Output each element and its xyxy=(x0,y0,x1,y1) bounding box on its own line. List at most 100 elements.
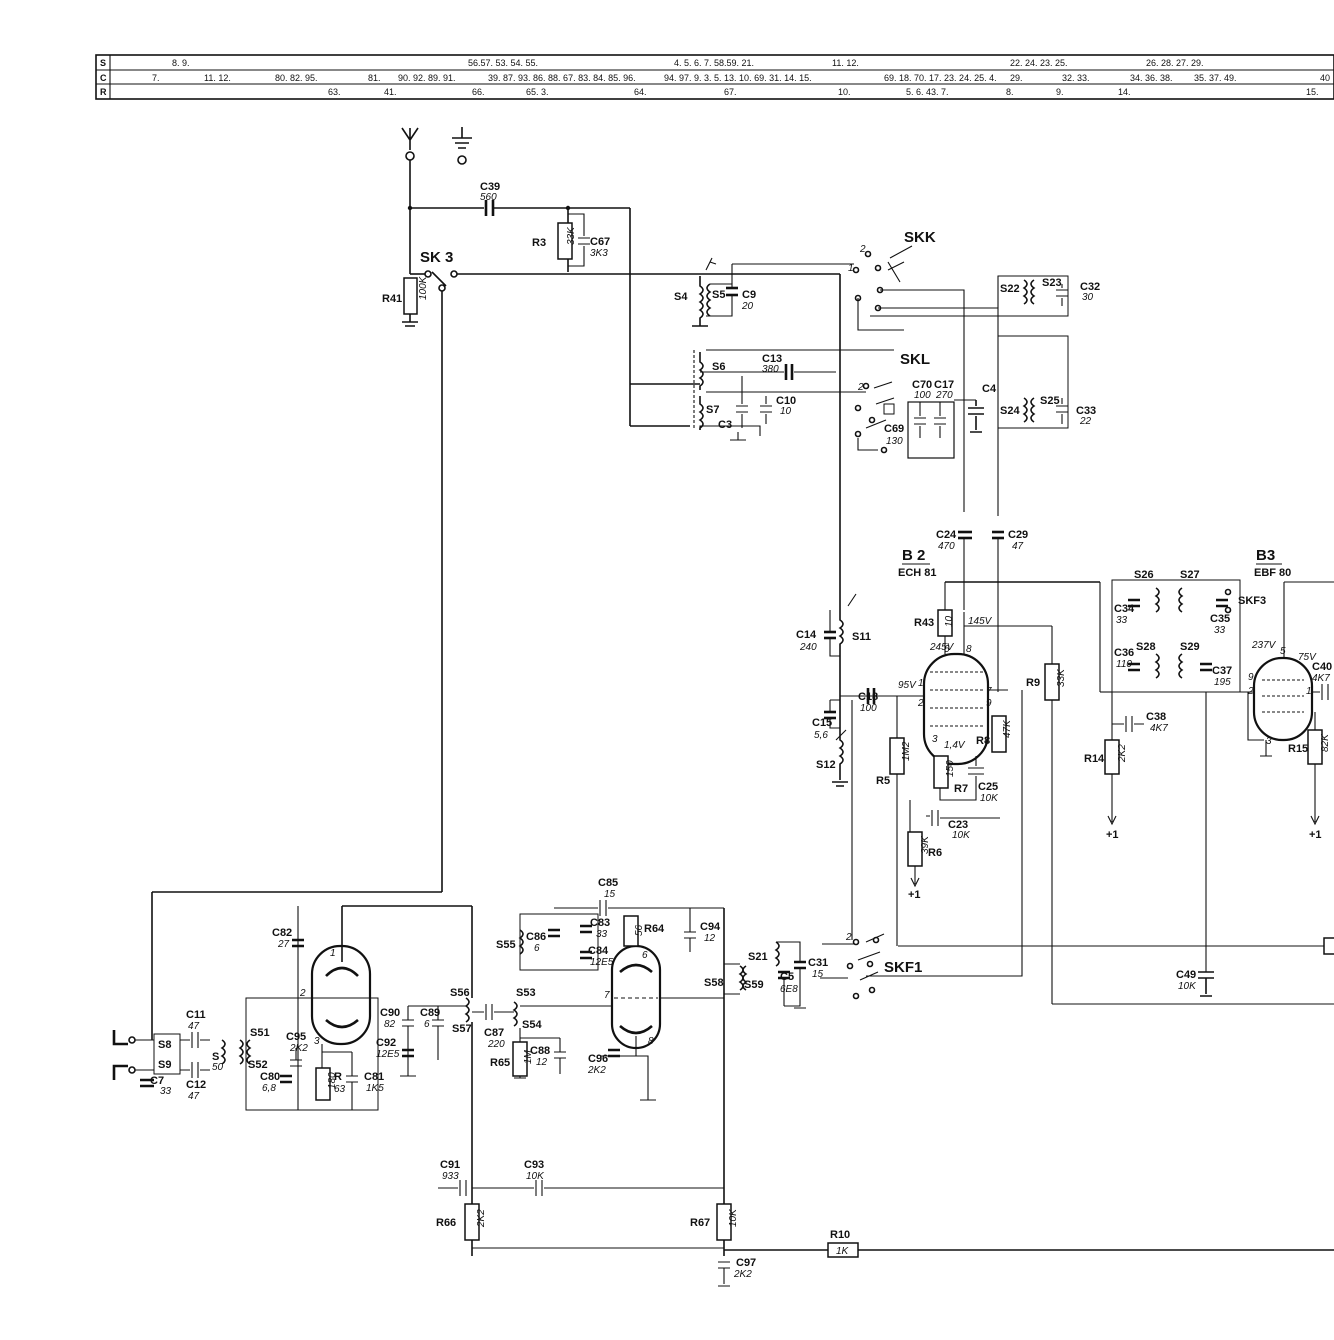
r-entry: 41. xyxy=(384,87,397,97)
label-c23: C23 xyxy=(948,819,968,831)
resistor-r10 xyxy=(827,1242,859,1258)
label-c93: C93 xyxy=(524,1159,544,1171)
c-entry: 11. 12. xyxy=(204,73,231,83)
label-r6: R6 xyxy=(928,847,942,859)
label-s8: S8 xyxy=(158,1039,171,1051)
pin-b2-6: 6 xyxy=(944,644,950,655)
label-s22: S22 xyxy=(1000,283,1020,295)
value-r14: 2K2 xyxy=(1117,744,1128,763)
pin-skf1-2: 2 xyxy=(845,932,852,943)
label-c25: C25 xyxy=(978,781,998,793)
label-skk: SKK xyxy=(904,229,936,246)
suffix-r63: 63 xyxy=(334,1084,346,1095)
label-c13: C13 xyxy=(762,353,782,365)
pin-skk-1: 1 xyxy=(848,263,854,274)
label-r43: R43 xyxy=(914,617,934,629)
label-r15: R15 xyxy=(1288,743,1308,755)
label-c82: C82 xyxy=(272,927,292,939)
pin-b3-9: 9 xyxy=(1248,672,1254,683)
label-c9: C9 xyxy=(742,289,756,301)
pin-tuner-2: 2 xyxy=(299,988,306,999)
pin-tuner-8: 8 xyxy=(648,1036,654,1047)
value-r9: 33K xyxy=(1056,668,1067,687)
label-skf3: SKF3 xyxy=(1238,595,1266,607)
label-sk3: SK 3 xyxy=(420,249,453,266)
label-r9: R9 xyxy=(1026,677,1040,689)
label-c24: C24 xyxy=(936,529,957,541)
label-c12: C12 xyxy=(186,1079,206,1091)
value-c36: 110 xyxy=(1116,659,1132,670)
plus1-r14: +1 xyxy=(1106,829,1119,841)
resistor-r41 xyxy=(403,277,418,315)
switch-skl: SKL 2 C69 130 C70 100 C17 270 C4 xyxy=(840,351,997,459)
r-entry: 66. xyxy=(472,87,485,97)
label-c89: C89 xyxy=(420,1007,440,1019)
c-entry: 35. 37. 49. xyxy=(1194,73,1237,83)
pin-tuner-3: 3 xyxy=(314,1036,320,1047)
label-c29: C29 xyxy=(1008,529,1028,541)
label-b2-type: ECH 81 xyxy=(898,567,937,579)
value-c91: 933 xyxy=(442,1171,459,1182)
value-c38: 4K7 xyxy=(1150,723,1168,734)
label-c39: C39 xyxy=(480,181,500,193)
c-entry: 80. 82. 95. xyxy=(275,73,318,83)
value-r15: 82K xyxy=(1320,733,1331,752)
label-skl: SKL xyxy=(900,351,930,368)
value-c87: 220 xyxy=(487,1039,505,1050)
value-c13: 380 xyxy=(762,364,779,375)
value-c17: 270 xyxy=(935,390,953,401)
c-entry: 81. xyxy=(368,73,381,83)
label-s52: S52 xyxy=(248,1059,268,1071)
label-c7: C7 xyxy=(150,1075,164,1087)
c-entry: 90. 92. 89. 91. xyxy=(398,73,456,83)
pin-b3-5: 5 xyxy=(1280,646,1286,657)
value-c49: 10K xyxy=(1178,981,1197,992)
pin-b3-3: 3 xyxy=(1266,736,1272,747)
label-s5: S5 xyxy=(712,289,725,301)
label-c94: C94 xyxy=(700,921,721,933)
coils-s22-s25: S22 S23 C32 30 S24 S25 C33 22 xyxy=(997,275,1100,429)
pin-b3-1: 1 xyxy=(1306,686,1312,697)
s-entry: 8. 9. xyxy=(172,58,190,68)
label-s25: S25 xyxy=(1040,395,1060,407)
resistor-r7 xyxy=(933,755,949,789)
label-s56: S56 xyxy=(450,987,470,999)
label-s23: S23 xyxy=(1042,277,1062,289)
value-c23: 10K xyxy=(952,830,971,841)
value-c80: 6,8 xyxy=(262,1083,276,1094)
resistor-r3 xyxy=(557,222,573,260)
label-s28: S28 xyxy=(1136,641,1156,653)
value-r41: 100K xyxy=(418,275,429,300)
label-c86: C86 xyxy=(526,931,546,943)
value-c15: 5,6 xyxy=(814,730,828,741)
value-c94: 12 xyxy=(704,933,716,944)
label-s11: S11 xyxy=(852,631,871,643)
pin-b2-7: 7 xyxy=(986,686,992,697)
label-c4: C4 xyxy=(982,383,997,395)
ground-icon xyxy=(452,127,472,165)
c-entry: 34. 36. 38. xyxy=(1130,73,1173,83)
value-c82: 27 xyxy=(277,939,290,950)
antenna-section: C39 560 33K R3 C67 3K3 xyxy=(401,127,700,427)
value-c29: 47 xyxy=(1012,541,1024,552)
label-c33: C33 xyxy=(1076,405,1096,417)
label-c15: C15 xyxy=(812,717,832,729)
label-s6: S6 xyxy=(712,361,725,373)
label-b3-type: EBF 80 xyxy=(1254,567,1291,579)
label-c11: C11 xyxy=(186,1009,206,1021)
pin-b2-9: 9 xyxy=(986,698,992,709)
if-section: 33K R9 S26 S27 C34 33 C35 33 SKF3 S28 S2… xyxy=(898,547,1334,1005)
value-r7: 150 xyxy=(945,760,956,777)
value-c24: 470 xyxy=(938,541,955,552)
label-c40: C40 xyxy=(1312,661,1332,673)
value-c83: 33 xyxy=(596,929,608,940)
value-r63: 180 xyxy=(327,1072,338,1089)
value-r8: 47K xyxy=(1002,719,1013,738)
value-c89: 6 xyxy=(424,1019,430,1030)
row-label-r: R xyxy=(100,87,107,97)
value-c67: 3K3 xyxy=(590,248,608,259)
s-entry: 56.57. 53. 54. 55. xyxy=(468,58,538,68)
label-s4: S4 xyxy=(674,291,688,303)
value-c70: 100 xyxy=(914,390,931,401)
label-s21: S21 xyxy=(748,951,768,963)
